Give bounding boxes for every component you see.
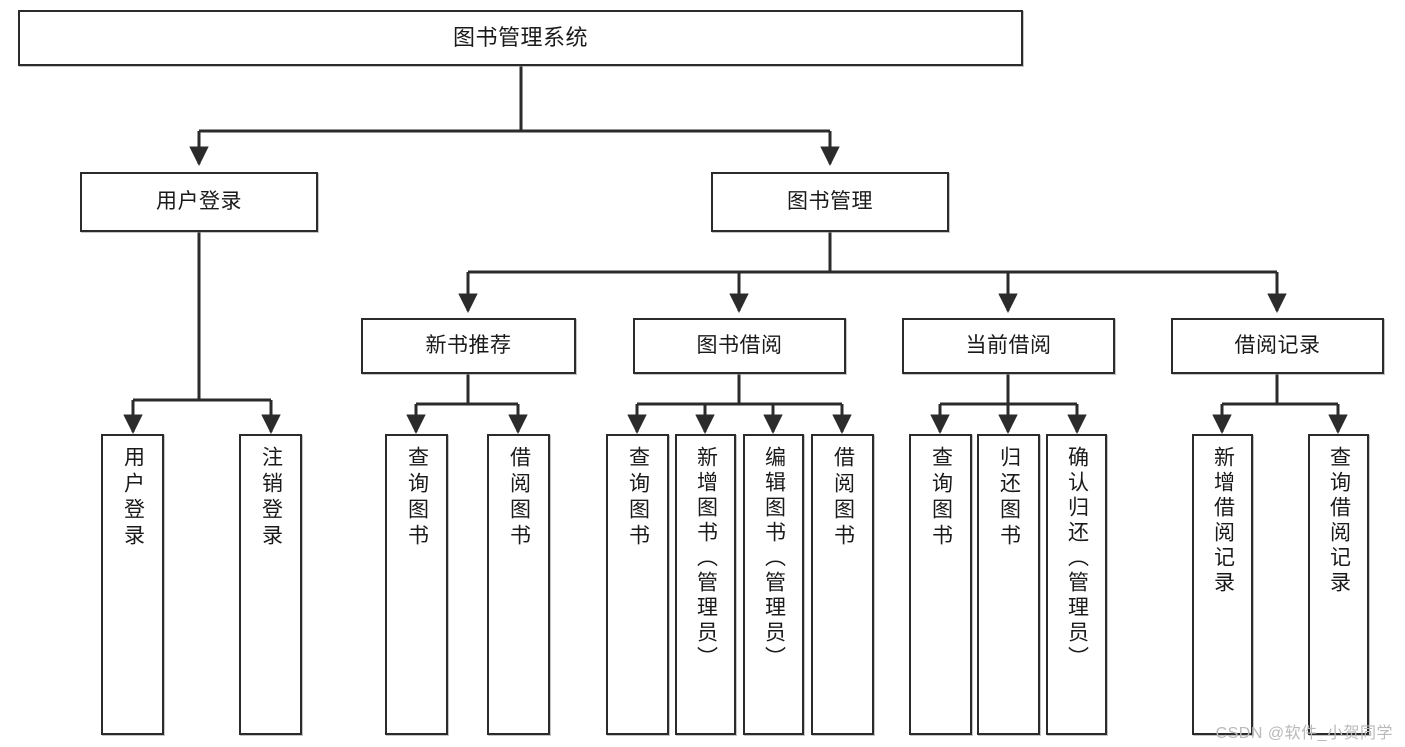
node-label: 查询图书 — [405, 446, 429, 550]
node-label: 借阅图书 — [831, 446, 855, 550]
node-leaf-edit-book[interactable]: 编辑图书（管理员） — [743, 434, 804, 735]
node-label: 图书借阅 — [696, 333, 783, 357]
node-label: 借阅图书 — [507, 446, 531, 550]
node-label: 查询图书 — [626, 446, 650, 550]
node-leaf-borrow-book-1[interactable]: 借阅图书 — [487, 434, 550, 735]
node-label: 图书管理 — [787, 189, 873, 213]
node-label: 用户登录 — [121, 446, 145, 550]
node-label: 图书管理系统 — [452, 25, 588, 51]
watermark: CSDN @软件_小贺同学 — [1215, 725, 1393, 742]
node-leaf-add-book[interactable]: 新增图书（管理员） — [675, 434, 736, 735]
node-label: 新书推荐 — [425, 333, 512, 357]
node-label: 借阅记录 — [1234, 333, 1321, 357]
node-book-management[interactable]: 图书管理 — [711, 172, 949, 232]
node-label: 查询图书 — [929, 446, 953, 550]
node-leaf-query-record[interactable]: 查询借阅记录 — [1308, 434, 1369, 735]
node-leaf-return-book[interactable]: 归还图书 — [977, 434, 1040, 735]
node-leaf-borrow-book-2[interactable]: 借阅图书 — [811, 434, 874, 735]
node-book-borrow[interactable]: 图书借阅 — [633, 318, 846, 374]
node-new-book-recommend[interactable]: 新书推荐 — [361, 318, 576, 374]
node-label: 当前借阅 — [965, 333, 1052, 357]
node-label: 确认归还（管理员） — [1065, 446, 1089, 671]
node-leaf-add-record[interactable]: 新增借阅记录 — [1192, 434, 1253, 735]
node-user-login[interactable]: 用户登录 — [80, 172, 318, 232]
node-label: 新增图书（管理员） — [694, 446, 718, 671]
node-leaf-query-book-1[interactable]: 查询图书 — [385, 434, 448, 735]
node-label: 编辑图书（管理员） — [762, 446, 786, 671]
node-label: 注销登录 — [259, 446, 283, 550]
node-leaf-confirm-return[interactable]: 确认归还（管理员） — [1046, 434, 1107, 735]
node-leaf-query-book-3[interactable]: 查询图书 — [909, 434, 972, 735]
node-label: 用户登录 — [156, 189, 242, 213]
node-leaf-user-login[interactable]: 用户登录 — [101, 434, 164, 735]
node-label: 新增借阅记录 — [1211, 446, 1235, 596]
node-label: 查询借阅记录 — [1327, 446, 1351, 596]
node-current-borrow[interactable]: 当前借阅 — [902, 318, 1115, 374]
node-label: 归还图书 — [997, 446, 1021, 550]
node-borrow-record[interactable]: 借阅记录 — [1171, 318, 1384, 374]
node-root-book-management-system[interactable]: 图书管理系统 — [18, 10, 1023, 66]
node-leaf-logout-login[interactable]: 注销登录 — [239, 434, 302, 735]
node-leaf-query-book-2[interactable]: 查询图书 — [606, 434, 669, 735]
